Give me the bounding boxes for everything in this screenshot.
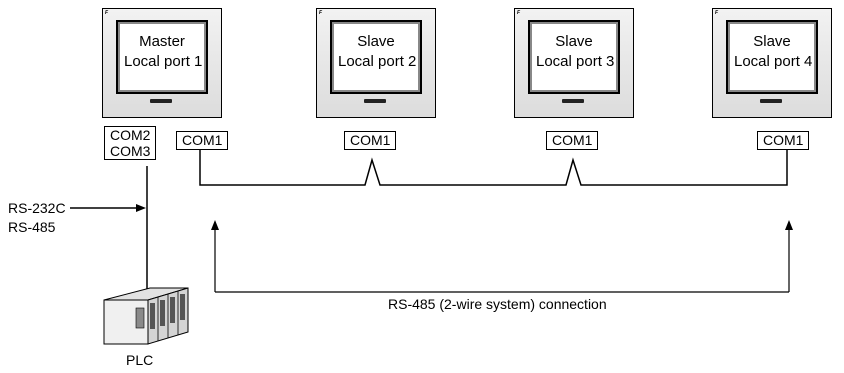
hmi-station-4: F Slave Local port 4 [712,8,832,118]
bracket-left-arrow [211,220,219,230]
station-port: Local port 3 [536,53,615,70]
com2-label: COM2 [110,127,151,143]
hmi-station-1: F Master Local port 1 [102,8,222,118]
station-role: Master [139,33,185,50]
brand-logo-icon: F [319,10,323,16]
hmi-screen: Slave Local port 3 [528,20,620,94]
master-com-ports: COM2 COM3 [104,126,157,160]
bracket-right-arrow [785,220,793,230]
rs232c-label: RS-232C [8,200,66,216]
brand-logo-icon: F [517,10,521,16]
network-label: RS-485 (2-wire system) connection [388,296,607,312]
station-role: Slave [753,33,791,50]
plc-icon [103,287,189,345]
com1-station-1: COM1 [176,131,229,150]
plc-label: PLC [126,352,154,368]
brand-plate-icon [562,99,584,103]
hmi-station-3: F Slave Local port 3 [514,8,634,118]
com1-station-3: COM1 [546,131,599,150]
com3-label: COM3 [110,143,151,159]
serial-arrow-head [136,204,146,212]
hmi-screen: Master Local port 1 [116,20,208,94]
brand-logo-icon: F [715,10,719,16]
brand-plate-icon [760,99,782,103]
hmi-station-2: F Slave Local port 2 [316,8,436,118]
rs485-bus-line [199,150,788,186]
station-role: Slave [555,33,593,50]
station-port: Local port 1 [124,53,203,70]
station-role: Slave [357,33,395,50]
hmi-screen: Slave Local port 2 [330,20,422,94]
brand-plate-icon [364,99,386,103]
com1-station-4: COM1 [757,131,810,150]
brand-plate-icon [150,99,172,103]
brand-logo-icon: F [105,10,109,16]
com1-station-2: COM1 [344,131,397,150]
station-port: Local port 2 [338,53,417,70]
rs485-label: RS-485 [8,219,56,235]
station-port: Local port 4 [734,53,813,70]
hmi-screen: Slave Local port 4 [726,20,818,94]
